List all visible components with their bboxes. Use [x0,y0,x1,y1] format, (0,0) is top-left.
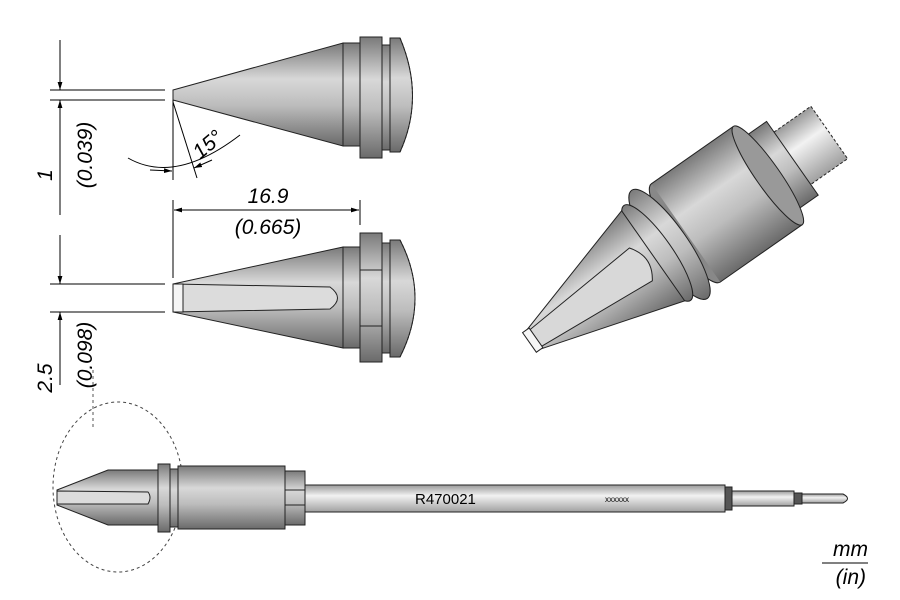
part-code: xxxxxx [605,495,629,504]
tip-width-mm: 1 [34,169,57,181]
tip-width-in: (0.039) [74,122,97,189]
chisel-tip-side-view [172,232,416,363]
length-dimension [172,200,361,278]
unit-primary: mm [833,538,868,561]
length-in: (0.665) [235,216,302,239]
tip-perspective-view [521,105,849,353]
angle-label: 15° [188,126,227,164]
chisel-width-dimension [50,235,165,385]
chisel-width-mm: 2.5 [34,363,57,394]
tip-full-side-view [56,463,848,533]
part-number: R470021 [415,491,476,508]
conical-tip-side-view [172,36,413,159]
length-mm: 16.9 [248,185,289,208]
unit-secondary: (in) [836,566,866,589]
chisel-width-in: (0.098) [74,322,97,389]
angle-dimension [127,100,241,180]
tip-width-dimension [50,40,165,215]
